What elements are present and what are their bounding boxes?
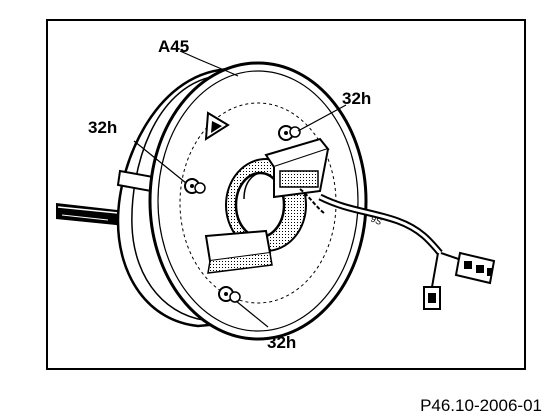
- callout-32h-upper-right: 32h: [342, 89, 372, 108]
- clock-spring-drawing: 9S: [56, 50, 496, 341]
- alignment-triangle-mark: [204, 111, 230, 141]
- screw-left: [184, 178, 206, 194]
- cable-marking: 9S: [369, 214, 383, 227]
- callout-32h-left: 32h: [88, 118, 118, 137]
- connector-plug-small: [423, 286, 441, 310]
- illustration-frame: 9S A45 32h 32h 32h: [46, 19, 526, 370]
- connector-plug-large: [454, 251, 496, 285]
- steering-shaft: [56, 203, 126, 226]
- lower-bracket: [204, 229, 273, 274]
- figure-reference-code: P46.10-2006-01: [420, 396, 542, 415]
- leader-lines: [133, 50, 347, 328]
- upper-connector-bracket: [264, 137, 330, 199]
- screw-bottom: [218, 286, 241, 303]
- screw-upper-right: [278, 125, 301, 141]
- callout-32h-bottom: 32h: [267, 333, 297, 352]
- callout-a45: A45: [158, 37, 190, 56]
